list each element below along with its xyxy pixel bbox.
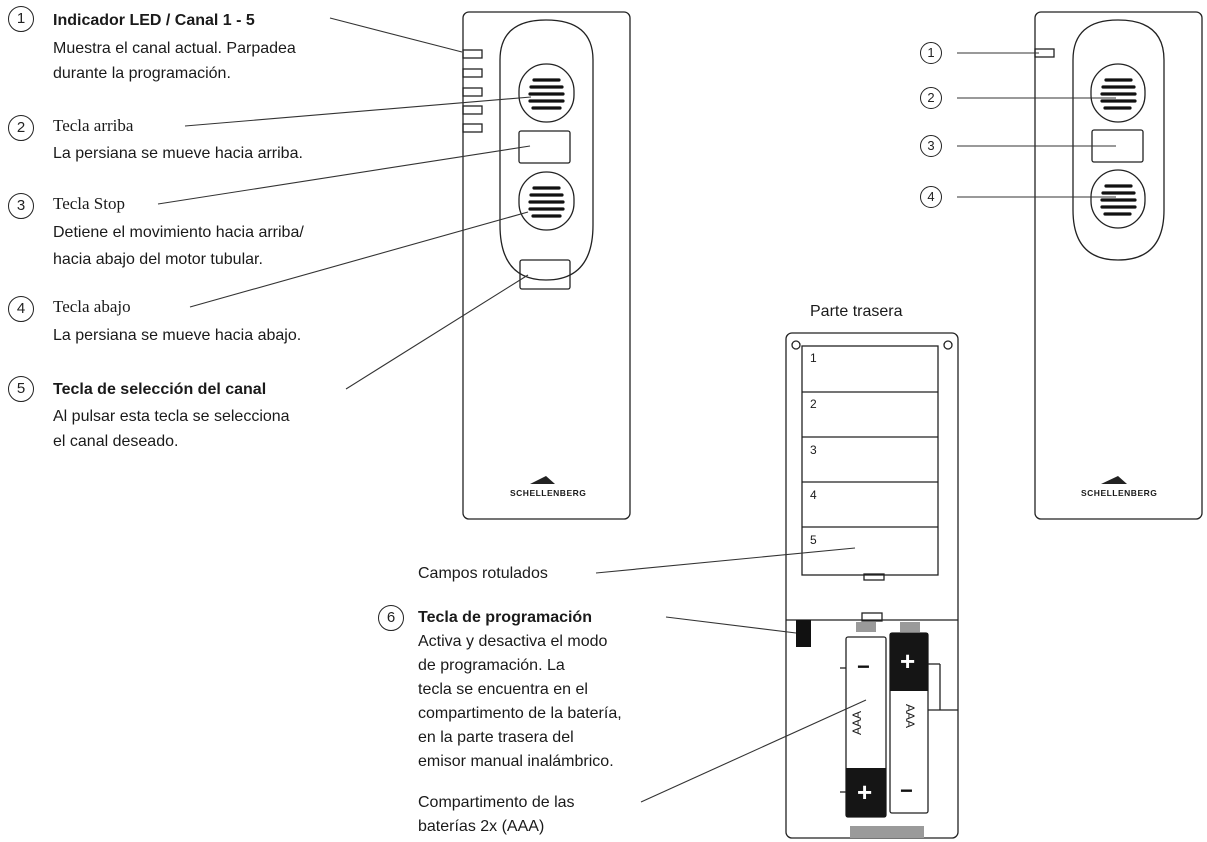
callout-number-5: 5	[8, 376, 34, 402]
callout-number-4: 4	[8, 296, 34, 322]
label-fields-card	[801, 345, 939, 576]
callout-title-led-indicator: Indicador LED / Canal 1 - 5	[53, 12, 255, 29]
right-up-key	[1090, 63, 1146, 123]
callout-title-stop-key: Tecla Stop	[53, 194, 125, 213]
callout-number-1: 1	[8, 6, 34, 32]
label-fields-caption: Campos rotulados	[418, 565, 548, 582]
battery-compartment-caption-2: baterías 2x (AAA)	[418, 818, 545, 835]
callout-desc-programming-3: tecla se encuentra en el	[418, 681, 588, 698]
right-callout-number-3: 3	[920, 135, 942, 157]
callout-title-channel-key: Tecla de selección del canal	[53, 381, 267, 398]
label-field-number-2: 2	[810, 397, 817, 411]
callout-desc-stop-1: Detiene el movimiento hacia arriba/	[53, 224, 304, 241]
battery-right-minus: −	[900, 778, 913, 803]
callout-desc-programming-6: emisor manual inalámbrico.	[418, 753, 614, 770]
label-field-number-3: 3	[810, 443, 817, 457]
battery-left-minus: −	[857, 654, 870, 679]
left-stop-key	[518, 130, 571, 164]
callout-desc-led-2: durante la programación.	[53, 65, 231, 82]
right-brand-logo-text: SCHELLENBERG	[1081, 488, 1158, 498]
callout-desc-led-1: Muestra el canal actual. Parpadea	[53, 40, 296, 57]
left-led-indicators	[462, 49, 483, 133]
callout-desc-programming-5: en la parte trasera del	[418, 729, 574, 746]
callout-desc-channel-2: el canal deseado.	[53, 433, 179, 450]
callout-number-2: 2	[8, 115, 34, 141]
callout-title-down-key: Tecla abajo	[53, 297, 131, 316]
label-field-number-1: 1	[810, 351, 817, 365]
battery-right-plus: +	[900, 646, 916, 676]
callout-desc-programming-1: Activa y desactiva el modo	[418, 633, 608, 650]
callout-desc-programming-2: de programación. La	[418, 657, 565, 674]
right-callout-number-4: 4	[920, 186, 942, 208]
left-up-key	[518, 63, 575, 123]
right-down-key	[1090, 169, 1146, 229]
right-remote-button-panel	[1072, 19, 1165, 261]
callout-desc-programming-4: compartimento de la batería,	[418, 705, 622, 722]
left-brand-logo-mark	[530, 476, 555, 484]
battery-left-plus: +	[857, 777, 873, 807]
left-brand-logo-text: SCHELLENBERG	[510, 488, 587, 498]
left-remote-button-panel	[499, 19, 594, 281]
callout-desc-channel-1: Al pulsar esta tecla se selecciona	[53, 408, 290, 425]
programming-key	[796, 620, 811, 647]
battery-left-label: AAA	[850, 710, 864, 735]
left-channel-key	[519, 259, 571, 290]
label-field-number-5: 5	[810, 533, 817, 547]
callout-desc-stop-2: hacia abajo del motor tubular.	[53, 251, 263, 268]
callout-desc-down-key: La persiana se mueve hacia abajo.	[53, 327, 302, 344]
callout-number-3: 3	[8, 193, 34, 219]
label-field-number-4: 4	[810, 488, 817, 502]
callout-number-6: 6	[378, 605, 404, 631]
battery-compartment-caption-1: Compartimento de las	[418, 794, 575, 811]
right-remote-body	[1034, 11, 1203, 520]
back-side-heading: Parte trasera	[810, 303, 903, 320]
callout-desc-up-key: La persiana se mueve hacia arriba.	[53, 145, 303, 162]
callout-title-programming-key: Tecla de programación	[418, 609, 592, 626]
left-down-key	[518, 171, 575, 231]
right-brand-logo-mark	[1101, 476, 1127, 484]
right-callout-number-1: 1	[920, 42, 942, 64]
callout-title-up-key: Tecla arriba	[53, 116, 134, 135]
right-callout-number-2: 2	[920, 87, 942, 109]
battery-right-label: AAA	[903, 704, 917, 729]
left-remote-body	[462, 11, 631, 520]
